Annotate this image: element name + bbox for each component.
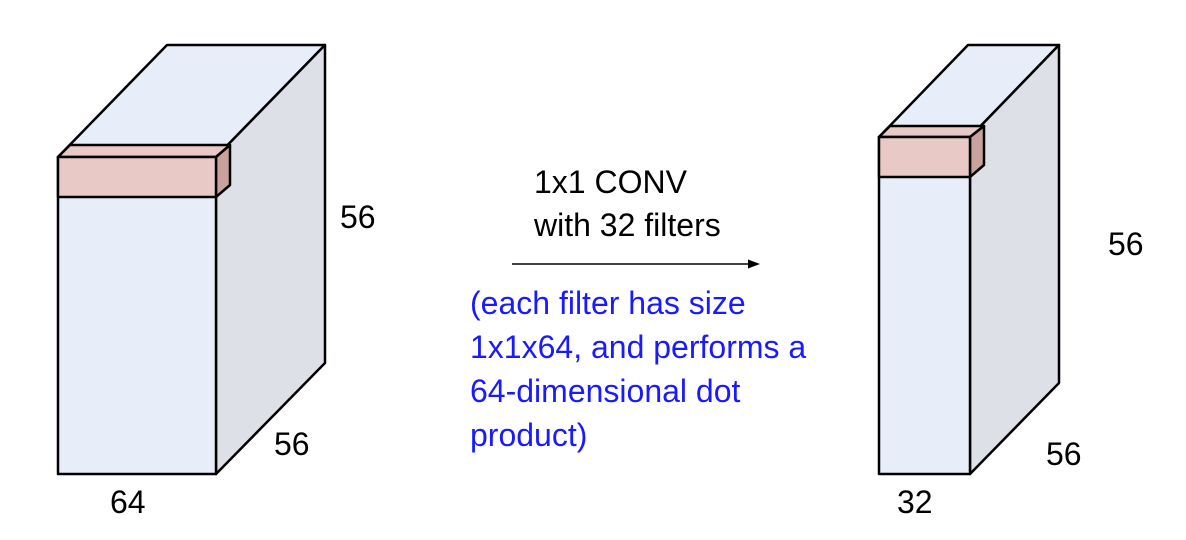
operation-line-2: with 32 filters (533, 207, 721, 243)
input-width-label: 56 (274, 426, 310, 462)
note-line-2: 1x1x64, and performs a (470, 329, 806, 365)
output-slice-top (877, 124, 986, 139)
operation-line-1: 1x1 CONV (534, 164, 688, 200)
arrow-head (748, 259, 760, 269)
input-volume-front-face (56, 155, 218, 476)
input-height-label: 56 (340, 199, 376, 235)
filter-note: (each filter has size 1x1x64, and perfor… (470, 285, 806, 453)
note-line-3: 64-dimensional dot (470, 373, 741, 409)
input-volume (56, 43, 327, 476)
output-width-label: 56 (1046, 436, 1082, 472)
input-slice-top (56, 143, 232, 159)
output-slice (877, 124, 986, 179)
transform-arrow (512, 259, 760, 269)
note-line-1: (each filter has size (470, 285, 746, 321)
input-depth-label: 64 (110, 484, 146, 520)
input-slice (56, 143, 232, 199)
output-volume-front-face (877, 135, 972, 476)
output-volume (877, 43, 1061, 476)
output-height-label: 56 (1108, 226, 1144, 262)
input-slice-front (56, 155, 218, 199)
output-depth-label: 32 (897, 484, 933, 520)
note-line-4: product) (470, 417, 587, 453)
output-slice-front (877, 135, 972, 179)
